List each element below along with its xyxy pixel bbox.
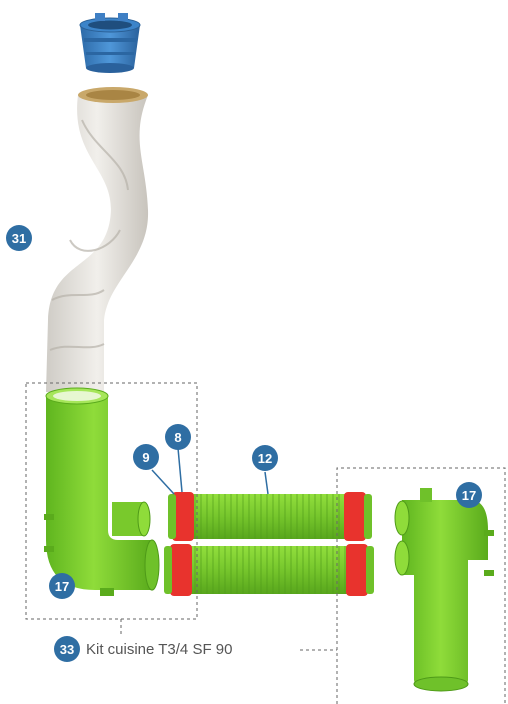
flexible-duct-upper xyxy=(168,492,372,541)
leader-8 xyxy=(178,448,182,492)
leader-9 xyxy=(152,470,174,494)
callout-9: 9 xyxy=(133,444,159,470)
flexible-duct-lower xyxy=(164,544,374,596)
blue-collar xyxy=(80,13,140,73)
right-elbow xyxy=(395,488,494,691)
kit-caption: Kit cuisine T3/4 SF 90 xyxy=(86,641,232,658)
callout-12: 12 xyxy=(252,445,278,471)
callout-31: 31 xyxy=(6,225,32,251)
callout-8: 8 xyxy=(165,424,191,450)
callout-33: 33 xyxy=(54,636,80,662)
insulated-sleeve xyxy=(46,87,148,392)
left-elbow xyxy=(44,388,159,596)
callout-17-left: 17 xyxy=(49,573,75,599)
leader-12 xyxy=(265,472,268,494)
callout-17-right: 17 xyxy=(456,482,482,508)
